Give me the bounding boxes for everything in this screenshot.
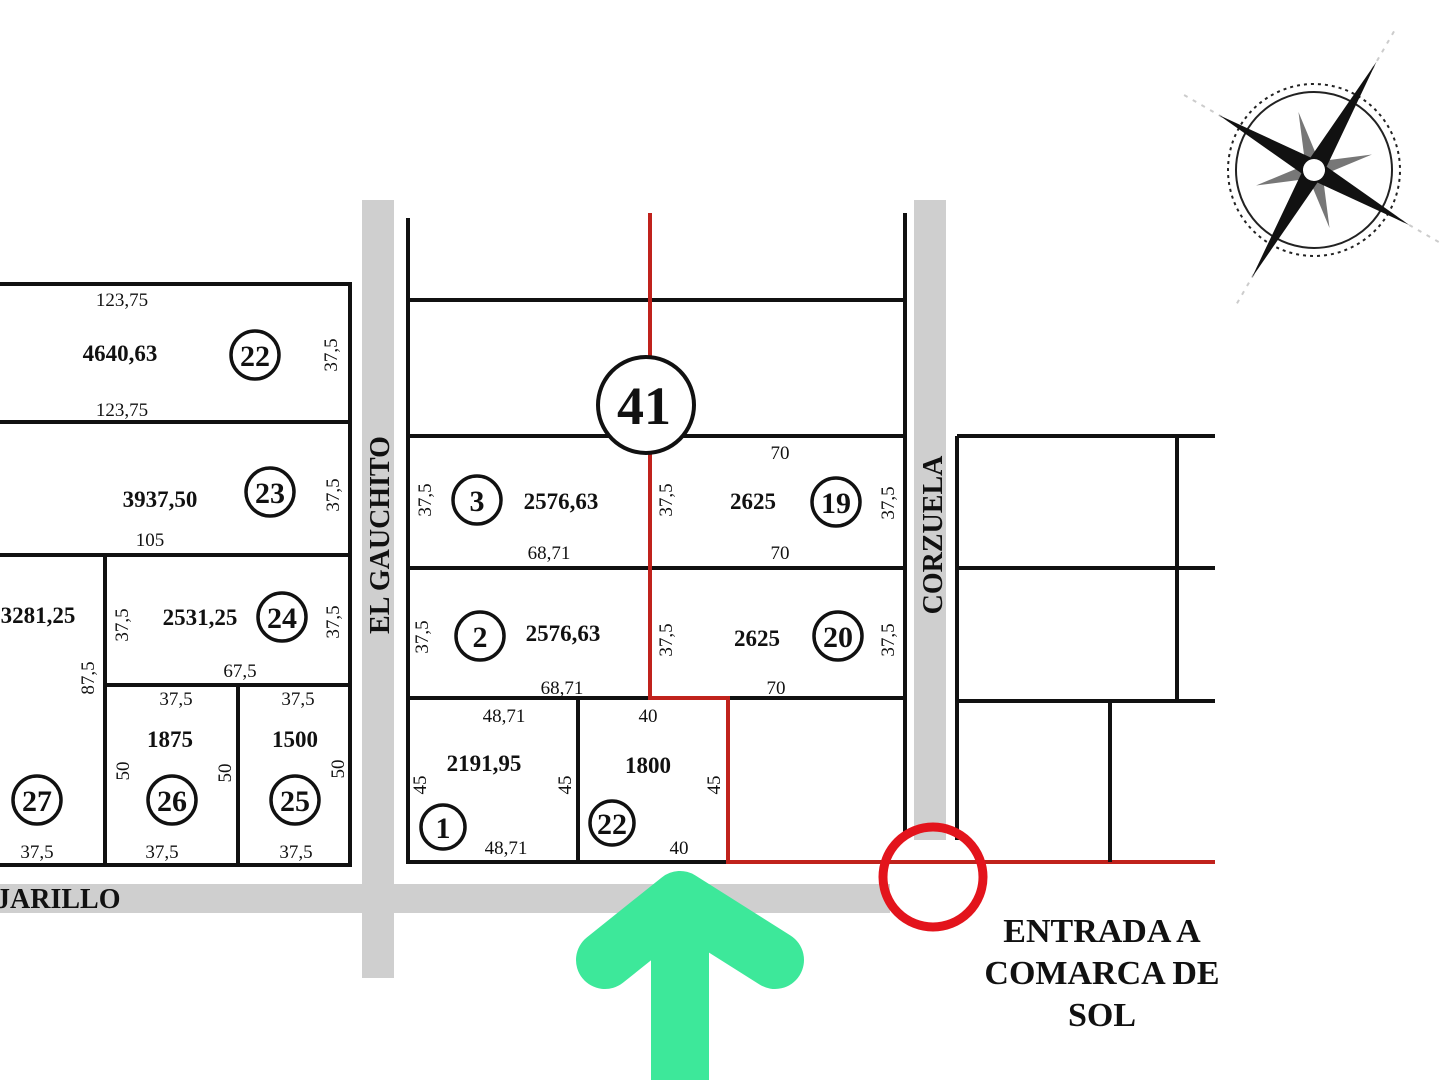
svg-text:37,5: 37,5 (415, 483, 436, 516)
compass-rose-icon (1183, 30, 1445, 310)
lot-23: 3937,50 23 37,5 105 (123, 466, 344, 551)
svg-text:37,5: 37,5 (20, 842, 53, 863)
svg-text:50: 50 (328, 760, 349, 779)
svg-text:22: 22 (240, 340, 270, 373)
svg-text:68,71: 68,71 (528, 543, 571, 564)
svg-text:45: 45 (410, 776, 431, 795)
arrow-up-icon (576, 871, 804, 1080)
block-number-badge: 41 (596, 355, 696, 455)
svg-text:3281,25: 3281,25 (1, 603, 76, 628)
svg-text:COMARCA DE: COMARCA DE (984, 955, 1219, 992)
svg-text:4640,63: 4640,63 (83, 341, 158, 366)
svg-text:1500: 1500 (272, 727, 318, 752)
entrance-marker (878, 822, 988, 932)
svg-text:40: 40 (639, 706, 658, 727)
svg-text:2531,25: 2531,25 (163, 605, 238, 630)
svg-text:3937,50: 3937,50 (123, 487, 198, 512)
svg-text:48,71: 48,71 (483, 706, 526, 727)
svg-text:2191,95: 2191,95 (447, 751, 522, 776)
entrance-label: ENTRADA A COMARCA DE SOL (984, 913, 1219, 1034)
left-block-lines (0, 282, 352, 867)
svg-text:20: 20 (823, 621, 853, 654)
svg-text:25: 25 (280, 785, 310, 818)
svg-text:37,5: 37,5 (281, 689, 314, 710)
svg-text:105: 105 (136, 530, 165, 551)
svg-text:37,5: 37,5 (878, 623, 899, 656)
lot-partial: 3281,25 87,5 (1, 603, 99, 695)
svg-text:2625: 2625 (730, 489, 776, 514)
svg-text:68,71: 68,71 (541, 678, 584, 699)
svg-text:23: 23 (255, 477, 285, 510)
lot-24: 37,5 2531,25 24 37,5 67,5 (112, 591, 344, 682)
svg-text:37,5: 37,5 (878, 486, 899, 519)
svg-text:ENTRADA A: ENTRADA A (1003, 913, 1201, 950)
svg-text:67,5: 67,5 (223, 661, 256, 682)
highlighted-boundary (648, 213, 1215, 864)
svg-text:2576,63: 2576,63 (526, 621, 601, 646)
svg-text:50: 50 (113, 762, 134, 781)
svg-text:37,5: 37,5 (412, 620, 433, 653)
lot-20: 2625 20 37,5 70 (734, 610, 899, 699)
svg-text:24: 24 (267, 602, 297, 635)
svg-text:1800: 1800 (625, 753, 671, 778)
svg-text:50: 50 (215, 764, 236, 783)
lot-22-left: 123,75 4640,63 22 37,5 123,75 (83, 290, 342, 421)
lot-19: 70 2625 19 37,5 70 (730, 443, 899, 564)
svg-text:37,5: 37,5 (321, 338, 342, 371)
svg-text:2576,63: 2576,63 (524, 489, 599, 514)
lot-22-middle: 40 1800 45 22 40 (588, 706, 725, 859)
street-label-jarillo: JARILLO (0, 884, 120, 915)
svg-text:123,75: 123,75 (96, 400, 148, 421)
lot-25: 37,5 1500 50 50 25 37,5 (215, 689, 349, 863)
svg-text:SOL: SOL (1068, 997, 1136, 1034)
lot-1: 48,71 2191,95 45 45 1 48,71 (410, 706, 576, 859)
svg-text:123,75: 123,75 (96, 290, 148, 311)
lot-2: 37,5 2 2576,63 37,5 68,71 (412, 610, 677, 699)
road-jarillo (0, 884, 890, 913)
lot-27: 27 37,5 (11, 774, 63, 863)
svg-text:48,71: 48,71 (485, 838, 528, 859)
street-label-el-gauchito: EL GAUCHITO (365, 436, 396, 634)
svg-text:37,5: 37,5 (323, 605, 344, 638)
svg-text:37,5: 37,5 (145, 842, 178, 863)
svg-text:37,5: 37,5 (159, 689, 192, 710)
street-label-corzuela: CORZUELA (918, 455, 949, 614)
svg-text:1875: 1875 (147, 727, 193, 752)
lot-26: 37,5 1875 50 26 37,5 (113, 689, 198, 863)
svg-text:1: 1 (436, 812, 451, 845)
svg-text:22: 22 (597, 808, 627, 841)
svg-text:70: 70 (767, 678, 786, 699)
lot-3: 37,5 3 2576,63 37,5 68,71 (415, 474, 677, 564)
svg-text:3: 3 (470, 485, 485, 518)
svg-text:37,5: 37,5 (656, 483, 677, 516)
svg-text:41: 41 (617, 376, 671, 436)
svg-text:45: 45 (704, 776, 725, 795)
right-block-lines (955, 434, 1215, 862)
road-corzuela (914, 200, 946, 840)
svg-text:37,5: 37,5 (656, 623, 677, 656)
svg-text:40: 40 (670, 838, 689, 859)
svg-text:37,5: 37,5 (112, 608, 133, 641)
svg-text:27: 27 (22, 785, 52, 818)
svg-text:26: 26 (157, 785, 187, 818)
svg-text:2: 2 (473, 621, 488, 654)
svg-text:2625: 2625 (734, 626, 780, 651)
svg-text:87,5: 87,5 (78, 661, 99, 694)
svg-text:37,5: 37,5 (323, 478, 344, 511)
svg-text:70: 70 (771, 443, 790, 464)
svg-text:37,5: 37,5 (279, 842, 312, 863)
svg-text:70: 70 (771, 543, 790, 564)
svg-text:45: 45 (555, 776, 576, 795)
road-el-gauchito (362, 200, 394, 978)
svg-text:19: 19 (821, 487, 851, 520)
